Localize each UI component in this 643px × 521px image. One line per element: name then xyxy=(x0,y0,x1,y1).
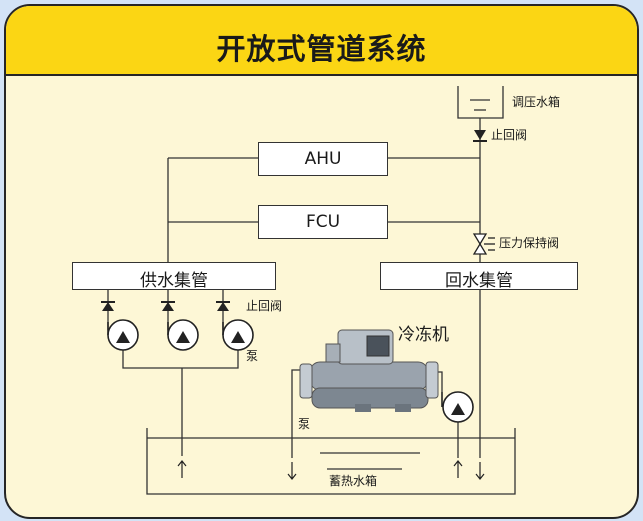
arrow-up-icon xyxy=(177,460,187,478)
check-valve-icon xyxy=(216,301,230,311)
pump-icon xyxy=(107,319,139,351)
pump-check-valves xyxy=(101,301,230,311)
storage-tank-outline xyxy=(146,428,516,495)
ahu-label: AHU xyxy=(304,149,342,169)
pressure-tank-outline xyxy=(457,86,504,119)
pressure-tank-label: 调压水箱 xyxy=(512,95,561,109)
title-bar: 开放式管道系统 xyxy=(6,6,637,76)
arrow-up-icon xyxy=(453,460,463,478)
flow-arrows xyxy=(177,460,485,480)
pump-icon xyxy=(167,319,199,351)
return-header-label: 回水集管 xyxy=(445,271,513,291)
pressure-valve-label: 压力保持阀 xyxy=(499,236,560,250)
supply-header-box: 供水集管 xyxy=(72,262,276,291)
chiller-label: 冷冻机 xyxy=(398,325,449,345)
ahu-box: AHU xyxy=(258,142,388,176)
fcu-box: FCU xyxy=(258,205,388,239)
pipe-lines xyxy=(107,86,516,495)
chiller-unit-icon xyxy=(299,329,439,412)
diagram-panel: 开放式管道系统 xyxy=(4,4,639,519)
pressure-valve-icon xyxy=(472,233,495,255)
check-valve-pumps-label: 止回阀 xyxy=(246,299,283,313)
pump-manifold xyxy=(122,345,239,369)
return-header-box: 回水集管 xyxy=(380,262,578,291)
pump-icon xyxy=(441,391,474,423)
pump-icon xyxy=(222,319,254,351)
check-valve-top-label: 止回阀 xyxy=(491,128,528,142)
storage-tank-label: 蓄热水箱 xyxy=(329,474,378,488)
supply-header-label: 供水集管 xyxy=(140,271,208,291)
pump-tank-label: 泵 xyxy=(298,417,311,431)
arrow-down-icon xyxy=(475,462,485,480)
arrow-down-icon xyxy=(287,462,297,480)
pump-group xyxy=(107,319,474,423)
diagram-title: 开放式管道系统 xyxy=(216,32,427,66)
check-valve-icon xyxy=(101,301,115,311)
check-valve-icon xyxy=(473,130,487,142)
fcu-label: FCU xyxy=(305,212,341,232)
check-valve-icon xyxy=(161,301,175,311)
pump-left-label: 泵 xyxy=(246,349,259,363)
